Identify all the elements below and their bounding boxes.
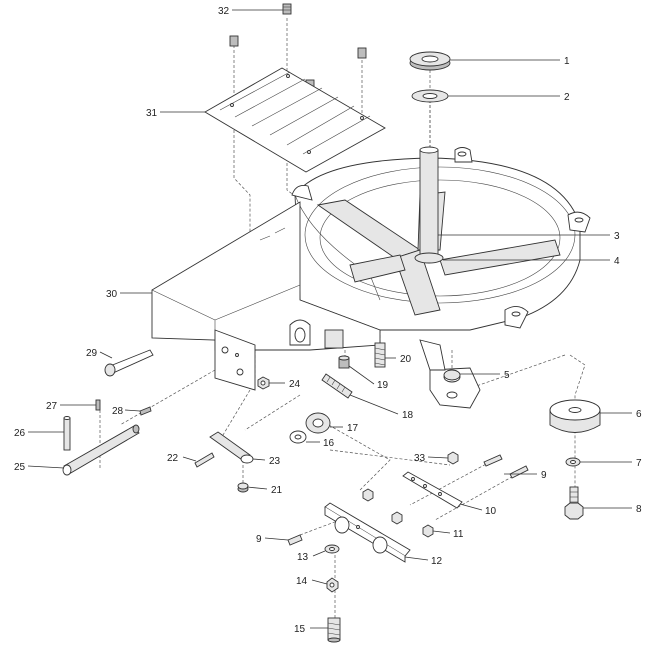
part-8-bolt xyxy=(564,486,584,520)
label-part-14: 14 xyxy=(296,576,308,587)
part-32-screw xyxy=(282,3,292,15)
part-26-rod xyxy=(63,416,71,451)
label-part-13: 13 xyxy=(297,552,309,563)
label-part-26: 26 xyxy=(14,428,26,439)
label-part-3: 3 xyxy=(614,231,620,242)
label-part-9-right: 9 xyxy=(541,470,547,481)
label-part-21: 21 xyxy=(271,485,283,496)
label-part-17: 17 xyxy=(347,423,359,434)
label-part-11: 11 xyxy=(453,529,464,540)
part-11-nuts xyxy=(391,511,434,538)
label-part-2: 2 xyxy=(564,92,570,103)
part-20-spring xyxy=(374,342,386,368)
label-part-25: 25 xyxy=(14,462,26,473)
part-21-nut xyxy=(237,482,249,493)
label-part-16: 16 xyxy=(323,438,335,449)
part-30-base xyxy=(151,146,591,409)
part-29-bolt xyxy=(104,349,154,377)
label-part-27: 27 xyxy=(46,401,58,412)
part-5-nut xyxy=(443,369,461,381)
part-labels: 1 2 3 4 5 6 7 8 9 9 10 11 12 13 14 15 16… xyxy=(14,6,642,635)
label-part-12: 12 xyxy=(431,556,443,567)
part-33-nuts xyxy=(362,451,459,502)
part-19-cap xyxy=(338,355,350,369)
part-16-washer xyxy=(289,430,307,444)
part-18-threaded-rod xyxy=(321,373,353,399)
label-part-1: 1 xyxy=(564,56,570,67)
part-2-washer xyxy=(411,89,449,103)
label-part-22: 22 xyxy=(167,453,179,464)
part-10-bar xyxy=(402,471,463,509)
label-part-7: 7 xyxy=(636,458,642,469)
part-15-stud xyxy=(327,617,341,643)
part-31-plate xyxy=(204,67,386,173)
label-part-10: 10 xyxy=(485,506,497,517)
label-part-18: 18 xyxy=(402,410,414,421)
label-part-29: 29 xyxy=(86,348,98,359)
label-part-5: 5 xyxy=(504,370,510,381)
label-part-9-left: 9 xyxy=(256,534,262,545)
label-part-15: 15 xyxy=(294,624,306,635)
label-part-28: 28 xyxy=(112,406,124,417)
part-9-screws xyxy=(287,454,529,546)
label-part-24: 24 xyxy=(289,379,301,390)
part-13-washer xyxy=(324,544,340,554)
label-part-20: 20 xyxy=(400,354,412,365)
part-27-pin xyxy=(95,399,101,411)
label-part-31: 31 xyxy=(146,108,158,119)
leader-lines xyxy=(27,9,632,629)
label-part-30: 30 xyxy=(106,289,118,300)
label-part-8: 8 xyxy=(636,504,642,515)
label-part-6: 6 xyxy=(636,409,642,420)
part-6-pad xyxy=(549,399,601,433)
part-17-collar xyxy=(305,412,331,434)
part-7-washer xyxy=(565,457,581,467)
part-25-shaft xyxy=(62,424,140,476)
part-22-spring xyxy=(194,452,215,468)
part-14-nut xyxy=(326,577,339,593)
part-28-screw xyxy=(139,406,152,416)
label-part-19: 19 xyxy=(377,380,389,391)
part-1-washer xyxy=(409,51,451,71)
part-24-nut xyxy=(257,376,270,390)
label-part-23: 23 xyxy=(269,456,281,467)
part-23-lever xyxy=(209,431,254,464)
label-part-32: 32 xyxy=(218,6,230,17)
label-part-4: 4 xyxy=(614,256,620,267)
part-12-plate xyxy=(324,502,411,563)
label-part-33: 33 xyxy=(414,453,426,464)
